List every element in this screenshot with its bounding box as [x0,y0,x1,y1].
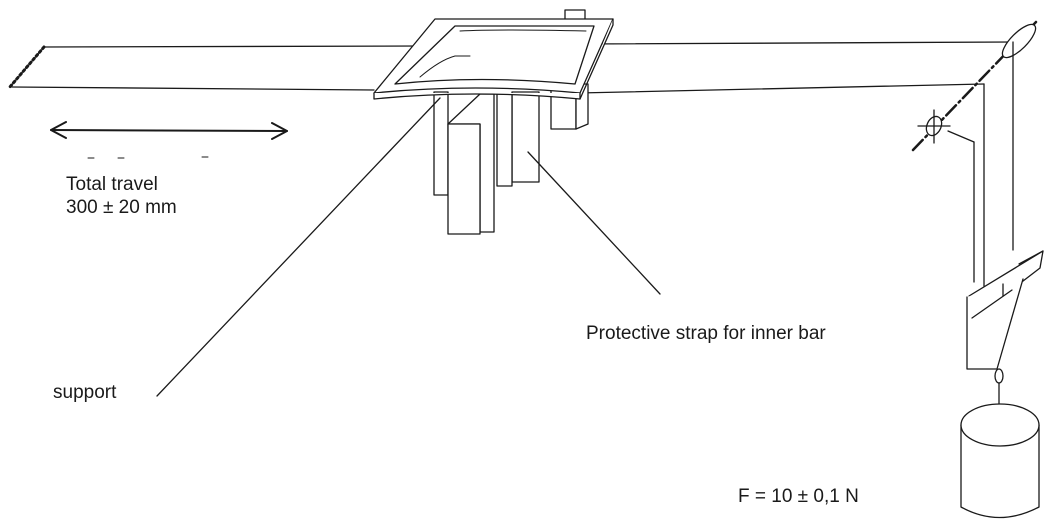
total-travel-label: Total travel 300 ± 20 mm [66,173,177,219]
strap-free-end-dotted [7,45,46,90]
hanging-strap [947,41,1014,287]
bar-assembly [433,83,589,235]
test-strap [11,41,1014,94]
force-label: F = 10 ± 0,1 N [738,486,859,507]
hanging-weight [960,403,1040,519]
support-leader-line [156,97,441,397]
total-travel-label-line1: Total travel [66,174,158,195]
support-label: support [53,382,117,403]
weight-clamp [966,250,1044,405]
total-travel-label-line2: 300 ± 20 mm [66,197,177,218]
pulley [917,23,1037,144]
strap-leader-line [527,151,661,295]
travel-double-arrow [50,121,288,140]
travel-label-break-marks [87,156,209,159]
protective-strap-label: Protective strap for inner bar [586,323,826,344]
clamp-frame [373,9,614,100]
